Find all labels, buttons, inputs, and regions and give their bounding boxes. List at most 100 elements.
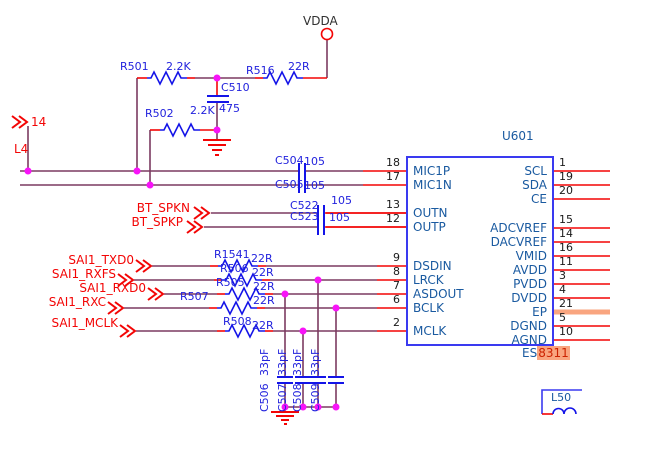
inductor-l50[interactable] [541,389,582,415]
capacitor-c506[interactable] [277,376,293,384]
pin-number-20: 20 [559,184,573,197]
pin-name-ce: CE [531,192,547,206]
port-sai1-rxc-chevron[interactable] [107,301,125,315]
pin-number-12: 12 [386,212,400,225]
pin-name-sda: SDA [522,178,547,192]
resistor-ref-r507: R507 [180,290,209,303]
resistor-r505[interactable] [225,286,265,302]
ic-part-prefix: ES [522,346,538,360]
capacitor-ref-c505: C505 [275,178,304,191]
pin-number-2: 2 [393,316,400,329]
resistor-r502[interactable] [160,122,200,138]
pin-name-outp: OUTP [413,220,446,234]
pin-name-dvdd: DVDD [511,291,547,305]
pin-name-lrck: LRCK [413,273,444,287]
capacitor-value-c522: 105 [331,194,352,207]
resistor-r506[interactable] [222,272,262,288]
resistor-ref-r502: R502 [145,107,174,120]
ic-pin-stubs [137,77,610,341]
resistor-value-r507: 22R [253,294,275,307]
resistor-value-r1541: 22R [251,252,273,265]
capacitor-c504[interactable] [298,163,306,179]
capacitor-ref-c510: C510 [221,81,250,94]
pin-name-dacvref: DACVREF [490,235,547,249]
capacitor-value-c508: 33pF [291,348,304,376]
net-label-sai1-rxfs: SAI1_RXFS [51,267,116,281]
port-bt-spkn-chevron[interactable] [193,206,211,220]
capacitor-ref-c507: C507 [276,383,289,412]
resistor-r507[interactable] [217,300,257,316]
ic-part-highlighted: 8311 [537,346,570,360]
pin-name-mclk: MCLK [413,324,447,338]
power-port-vdda[interactable] [320,27,334,41]
resistor-r516[interactable] [263,70,303,86]
capacitor-value-c523: 105 [329,211,350,224]
resistor-ref-r505: R505 [216,276,245,289]
ground-symbol-top [203,139,231,156]
resistor-r1541[interactable] [218,258,258,274]
capacitor-ref-c506: C506 [258,383,271,412]
pin-number-9: 9 [393,251,400,264]
resistor-value-r501: 2.2K [166,60,191,73]
capacitor-value-c507: 33pF [276,348,289,376]
resistor-value-r505: 22R [253,280,275,293]
pin-number-5: 5 [559,311,566,324]
resistor-ref-r501: R501 [120,60,149,73]
capacitor-ref-c504: C504 [275,154,304,167]
resistor-r508[interactable] [225,323,265,339]
net-label-bt-spkn: BT_SPKN [136,201,190,215]
ic-designator: U601 [502,129,534,143]
wire-segments [20,40,377,412]
port-sai1-rxfs-chevron[interactable] [117,273,135,287]
pin-number-7: 7 [393,279,400,292]
pin-name-outn: OUTN [413,206,448,220]
pin-number-21: 21 [559,297,573,310]
pin-number-6: 6 [393,293,400,306]
resistor-ref-r516: R516 [246,64,275,77]
pin-name-asdout: ASDOUT [413,287,464,301]
capacitor-ref-c508: C508 [291,383,304,412]
resistor-ref-r1541: R1541 [214,248,250,261]
net-label-sai1-rxc: SAI1_RXC [48,295,106,309]
net-label-sai1-txd0: SAI1_TXD0 [68,253,134,267]
capacitor-c507[interactable] [295,376,311,384]
pin-name-dgnd: DGND [510,319,547,333]
pin-name-bclk: BCLK [413,301,444,315]
pin-number-19: 19 [559,170,573,183]
pin-number-8: 8 [393,265,400,278]
capacitor-c523[interactable] [317,219,325,235]
pin-number-17: 17 [386,170,400,183]
ic-es8311-body[interactable] [406,156,554,346]
capacitor-c522[interactable] [317,205,325,221]
resistor-r501[interactable] [147,70,187,86]
pin-number-16: 16 [559,241,573,254]
port-sai1-mclk-chevron[interactable] [119,324,137,338]
pin-name-ep: EP [532,305,547,319]
resistor-value-r508: 22R [252,319,274,332]
net-label-sai1-mclk: SAI1_MCLK [51,316,118,330]
port-sai1-rxd0-chevron[interactable] [147,287,165,301]
resistor-ref-r508: R508 [223,315,252,328]
capacitor-ref-c523: C523 [290,210,319,223]
port-14-chevron[interactable] [11,115,29,129]
capacitor-c510[interactable] [207,95,229,103]
pin-number-3: 3 [559,269,566,282]
pin-number-18: 18 [386,156,400,169]
capacitor-c505[interactable] [298,177,306,193]
port-bt-spkp-chevron[interactable] [186,220,204,234]
pin-name-pvdd: PVDD [513,277,547,291]
resistor-ref-r506: R506 [220,262,249,275]
capacitor-c509[interactable] [328,376,344,384]
pin-name-dsdin: DSDIN [413,259,452,273]
ground-symbol-bottom [271,411,299,425]
resistor-value-r506: 22R [252,266,274,279]
net-label-l4: L4 [14,142,29,156]
pin-name-mic1p: MIC1P [413,164,451,178]
port-sai1-txd0-chevron[interactable] [135,259,153,273]
pin-name-avdd: AVDD [512,263,547,277]
capacitor-ref-c509: C509 [309,383,322,412]
net-label-bt-spkp: BT_SPKP [131,215,183,229]
capacitor-c508[interactable] [310,376,326,384]
pin-number-13: 13 [386,198,400,211]
